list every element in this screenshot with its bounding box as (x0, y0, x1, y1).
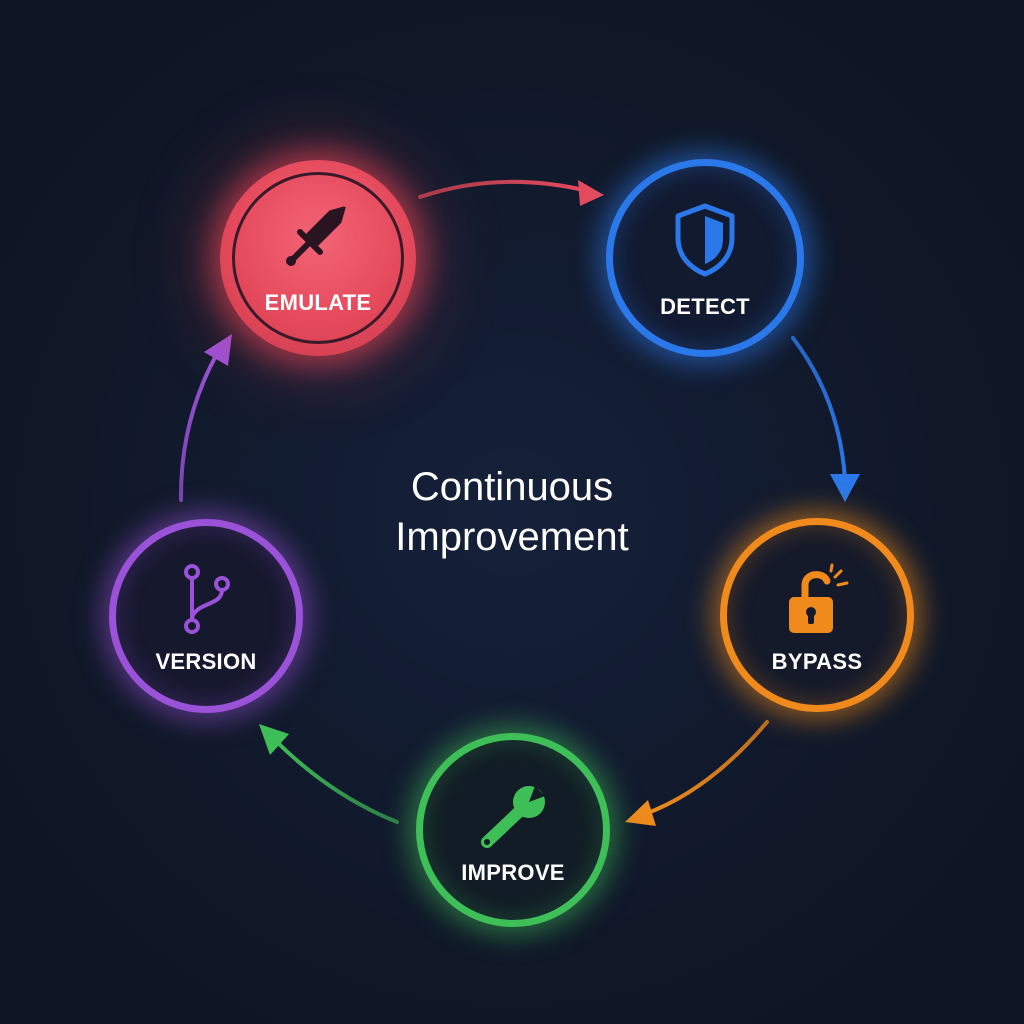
node-improve: IMPROVE (416, 733, 610, 927)
node-detect: DETECT (606, 159, 804, 357)
diagram-title: Continuous Improvement (312, 462, 712, 562)
diagram-title-line-1: Continuous (410, 465, 614, 509)
node-version-label: VERSION (155, 649, 257, 674)
arrow-bypass-to-improve (625, 720, 769, 826)
node-bypass-label: BYPASS (771, 649, 863, 674)
arrow-emulate-to-detect (418, 179, 604, 206)
node-bypass: BYPASS (720, 518, 914, 712)
git-branch-icon (176, 562, 236, 643)
arrow-improve-to-version (259, 724, 399, 824)
diagram-title-line-2: Improvement (395, 515, 629, 559)
wrench-icon (473, 780, 553, 857)
arrow-version-to-emulate (178, 334, 232, 502)
unlocked-padlock-icon (775, 563, 859, 646)
arrow-detect-to-bypass (791, 336, 860, 502)
shield-icon (670, 202, 740, 283)
node-emulate: EMULATE (220, 160, 416, 356)
node-detect-label: DETECT (660, 294, 750, 319)
node-improve-label: IMPROVE (461, 860, 565, 885)
node-version: VERSION (109, 519, 303, 713)
node-emulate-label: EMULATE (264, 290, 372, 315)
sword-icon (278, 198, 358, 283)
node-emulate-inner-ring (232, 172, 404, 344)
